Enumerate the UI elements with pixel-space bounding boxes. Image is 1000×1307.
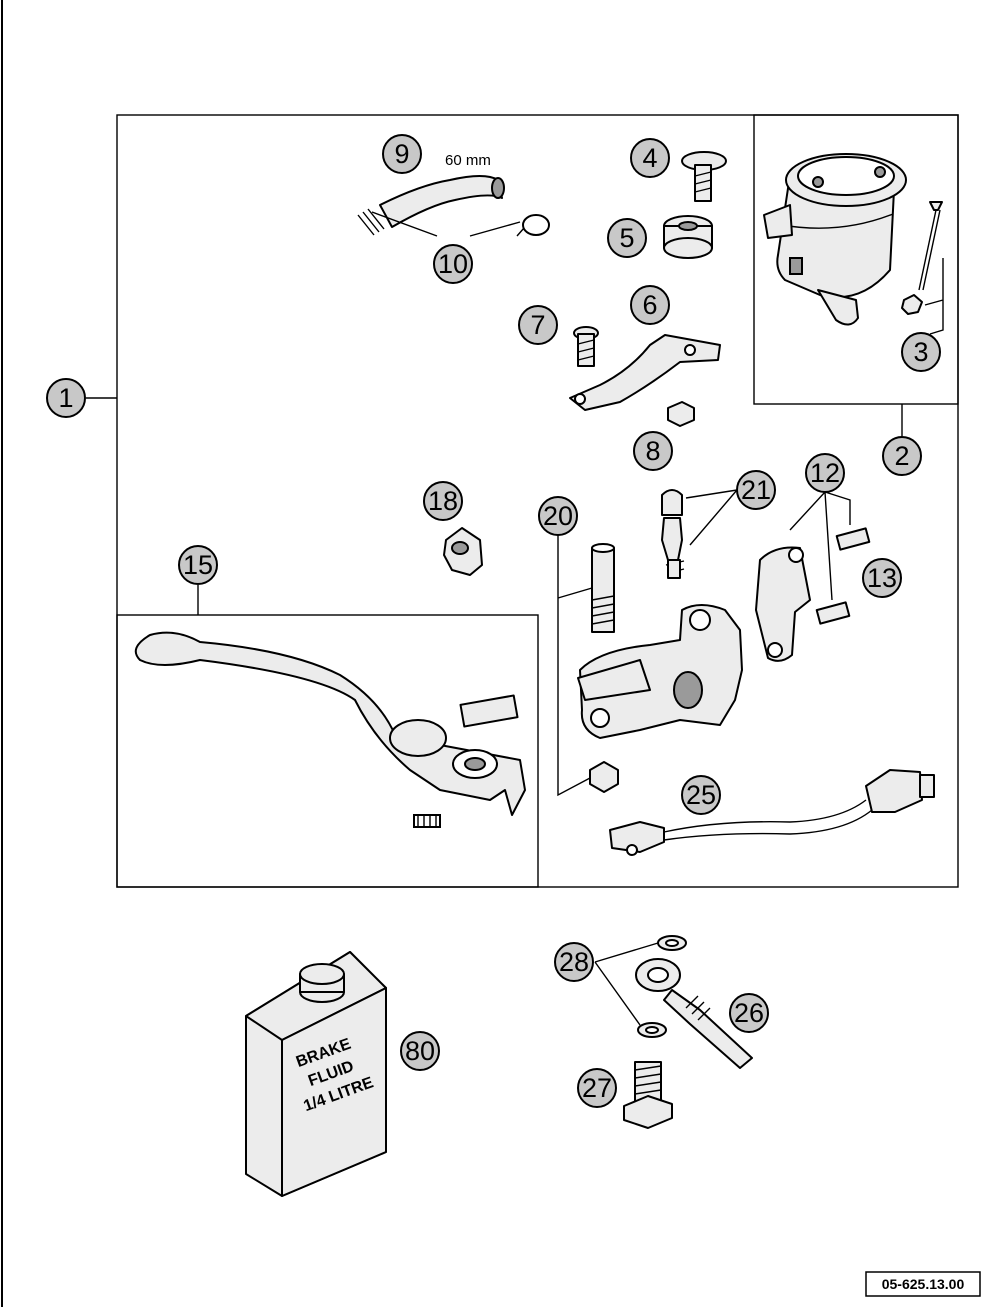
drawing-number: 05-625.13.00 (882, 1276, 965, 1292)
svg-text:5: 5 (619, 223, 634, 253)
callout-2: 2 (882, 436, 922, 476)
svg-text:26: 26 (734, 998, 764, 1028)
clamps-10-drawing (357, 208, 550, 237)
svg-text:6: 6 (642, 290, 657, 320)
screw-4-drawing (681, 151, 727, 202)
svg-text:4: 4 (642, 143, 657, 173)
banjo-bolt-27-drawing (623, 1061, 673, 1129)
screws-13-drawing (815, 527, 871, 625)
svg-text:12: 12 (810, 458, 840, 488)
nut-on-stud-drawing (589, 761, 619, 793)
hose-length-label: 60 mm (445, 152, 491, 169)
svg-text:7: 7 (530, 310, 545, 340)
svg-text:9: 9 (394, 139, 409, 169)
svg-text:13: 13 (867, 563, 897, 593)
bleeder-21-drawing (661, 489, 685, 579)
callout-9: 9 (382, 134, 422, 174)
svg-text:1: 1 (58, 383, 73, 413)
callout-26: 26 (729, 993, 769, 1033)
callout-27: 27 (577, 1068, 617, 1108)
callout-8: 8 (633, 431, 673, 471)
brake-switch-25-drawing (609, 769, 935, 856)
master-cylinder-drawing (577, 604, 743, 739)
svg-text:20: 20 (543, 501, 573, 531)
callout-1: 1 (46, 378, 86, 418)
callout-18: 18 (423, 481, 463, 521)
hose-9-drawing (379, 175, 505, 228)
brake-line-26-drawing (635, 958, 753, 1069)
bolt-18-drawing (443, 527, 483, 576)
svg-text:2: 2 (894, 441, 909, 471)
svg-text:8: 8 (645, 436, 660, 466)
svg-text:3: 3 (913, 337, 928, 367)
callout-80: 80 (400, 1031, 440, 1071)
svg-text:28: 28 (559, 947, 589, 977)
callout-25: 25 (681, 775, 721, 815)
callout-6: 6 (630, 285, 670, 325)
reservoir-screw-drawing (901, 201, 943, 315)
reservoir-drawing (763, 153, 907, 326)
clamp-12-drawing (755, 546, 811, 662)
svg-text:80: 80 (405, 1036, 435, 1066)
svg-text:21: 21 (741, 475, 771, 505)
callout-15: 15 (178, 545, 218, 585)
drawing-number-box: 05-625.13.00 (865, 1271, 981, 1297)
stud-20-drawing (591, 543, 615, 633)
callout-28: 28 (554, 942, 594, 982)
svg-text:15: 15 (183, 550, 213, 580)
callout-12: 12 (805, 453, 845, 493)
callout-3: 3 (901, 332, 941, 372)
nut-8-drawing (667, 401, 695, 427)
bracket-6-drawing (569, 334, 721, 411)
washers-28-drawing (637, 935, 687, 1038)
lever-frame-15 (116, 614, 539, 888)
grommet-5-drawing (663, 215, 713, 259)
callout-10: 10 (433, 244, 473, 284)
callout-5: 5 (607, 218, 647, 258)
svg-text:25: 25 (686, 780, 716, 810)
svg-text:18: 18 (428, 486, 458, 516)
callout-4: 4 (630, 138, 670, 178)
screw-7-drawing (573, 326, 599, 367)
svg-text:27: 27 (582, 1073, 612, 1103)
brake-fluid-bottle-80-drawing (245, 951, 387, 1197)
leader-lines (86, 211, 944, 1026)
hand-lever-15-drawing (134, 631, 526, 828)
svg-text:10: 10 (438, 249, 468, 279)
callout-7: 7 (518, 305, 558, 345)
callout-20: 20 (538, 496, 578, 536)
callout-13: 13 (862, 558, 902, 598)
callout-21: 21 (736, 470, 776, 510)
reservoir-frame-2 (753, 114, 959, 405)
